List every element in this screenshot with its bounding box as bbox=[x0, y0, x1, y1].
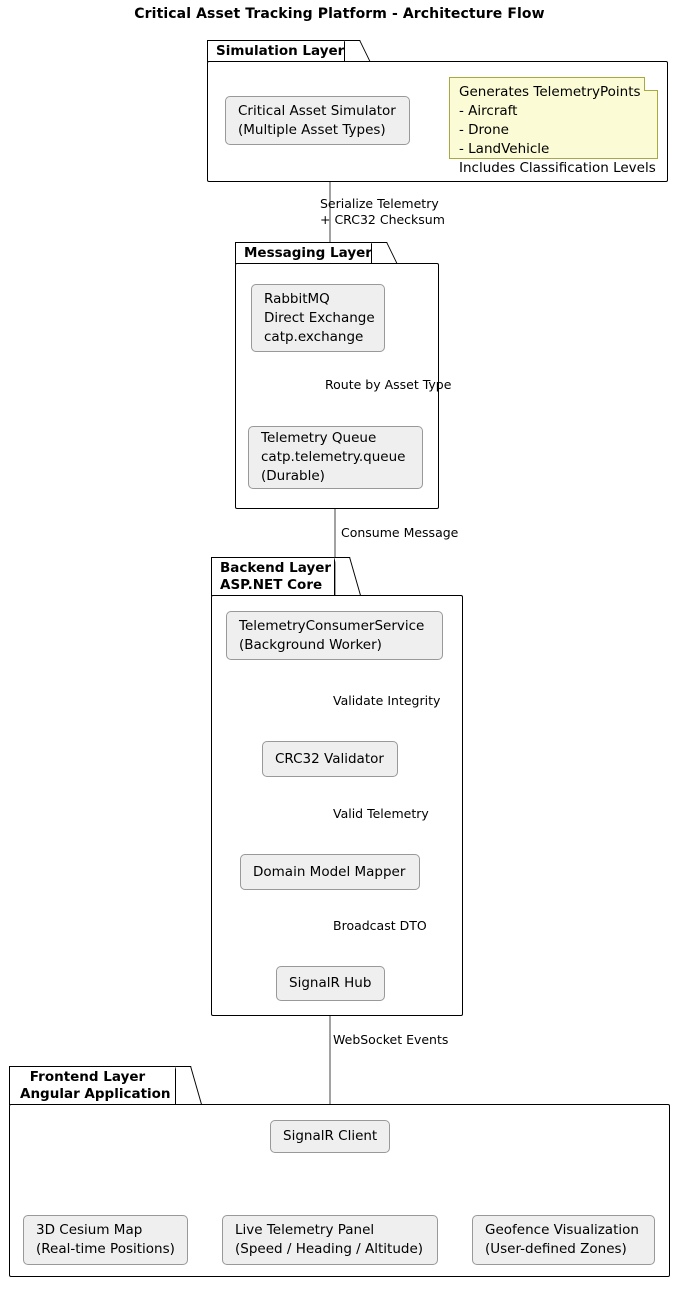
node-line: catp.telemetry.queue bbox=[261, 449, 406, 465]
edge-label-consume-message: Consume Message bbox=[341, 525, 458, 541]
node-live-telemetry-panel[interactable]: Live Telemetry Panel (Speed / Heading / … bbox=[222, 1215, 438, 1265]
package-tab-shear-backend bbox=[334, 557, 362, 596]
note-simulator-details: Generates TelemetryPoints - Aircraft - D… bbox=[449, 77, 658, 176]
node-line: Domain Model Mapper bbox=[253, 863, 406, 880]
node-line: (Multiple Asset Types) bbox=[238, 121, 386, 138]
edge-label-line: Consume Message bbox=[341, 525, 459, 540]
package-tab-shear-frontend bbox=[175, 1066, 203, 1105]
node-3d-cesium-map[interactable]: 3D Cesium Map (Real-time Positions) bbox=[23, 1215, 188, 1265]
node-line: Critical Asset Simulator bbox=[238, 102, 396, 119]
package-tab-simulation-line-0: Simulation Layer bbox=[216, 42, 345, 59]
node-telemetry-consumer-service[interactable]: TelemetryConsumerService (Background Wor… bbox=[226, 611, 443, 660]
package-body-backend bbox=[211, 595, 463, 1016]
note-line: Generates TelemetryPoints bbox=[459, 84, 641, 100]
edge-label-line: WebSocket Events bbox=[333, 1032, 449, 1047]
package-tab-frontend: Frontend Layer Angular Application bbox=[9, 1066, 176, 1105]
package-tab-backend-line-0: Backend Layer bbox=[220, 560, 332, 576]
package-tab-frontend-line-1: Angular Application bbox=[20, 1086, 171, 1102]
edge-label-line: + CRC32 Checksum bbox=[320, 212, 445, 227]
node-signalr-hub[interactable]: SignalR Hub bbox=[276, 966, 385, 1001]
edge-label-line: Broadcast DTO bbox=[333, 918, 427, 933]
node-crc32-validator[interactable]: CRC32 Validator bbox=[262, 741, 398, 777]
note-line: - LandVehicle bbox=[459, 141, 550, 157]
node-rabbitmq-exchange[interactable]: RabbitMQ Direct Exchange catp.exchange bbox=[251, 284, 385, 352]
node-line: (Speed / Heading / Altitude) bbox=[235, 1241, 424, 1257]
edge-label-line: Route by Asset Type bbox=[325, 377, 452, 392]
node-line: Live Telemetry Panel bbox=[235, 1222, 375, 1238]
package-tab-shear-simulation bbox=[344, 40, 371, 62]
package-tab-frontend-line-0: Frontend Layer bbox=[29, 1069, 146, 1085]
node-signalr-client[interactable]: SignalR Client bbox=[270, 1120, 390, 1153]
note-line: - Drone bbox=[459, 122, 509, 138]
package-tab-messaging: Messaging Layer bbox=[235, 242, 372, 264]
edge-label-validate-integrity: Validate Integrity bbox=[333, 693, 440, 709]
package-tab-shear-messaging bbox=[371, 242, 398, 264]
note-line: - Aircraft bbox=[459, 103, 518, 119]
node-line: (Background Worker) bbox=[239, 636, 382, 653]
edge-label-websocket-events: WebSocket Events bbox=[333, 1032, 448, 1048]
node-line: RabbitMQ bbox=[264, 290, 330, 307]
node-critical-asset-simulator[interactable]: Critical Asset Simulator (Multiple Asset… bbox=[225, 96, 410, 145]
node-line: (Real-time Positions) bbox=[36, 1241, 175, 1257]
node-line: catp.exchange bbox=[264, 328, 364, 345]
node-line: (Durable) bbox=[261, 468, 325, 484]
package-tab-messaging-line-0: Messaging Layer bbox=[244, 244, 372, 261]
edge-label-route-by-asset-type: Route by Asset Type bbox=[325, 377, 451, 393]
edge-label-line: Validate Integrity bbox=[333, 693, 441, 708]
note-fold-corner bbox=[644, 77, 658, 91]
edge-label-line: Valid Telemetry bbox=[333, 806, 429, 821]
node-line: TelemetryConsumerService bbox=[239, 617, 425, 634]
package-tab-backend: Backend Layer ASP.NET Core bbox=[211, 557, 335, 596]
node-line: (User-defined Zones) bbox=[485, 1241, 627, 1257]
page-title: Critical Asset Tracking Platform - Archi… bbox=[134, 6, 545, 22]
node-line: SignalR Client bbox=[283, 1128, 378, 1144]
package-tab-simulation: Simulation Layer bbox=[207, 40, 345, 62]
package-tab-backend-line-1: ASP.NET Core bbox=[220, 577, 323, 593]
node-line: CRC32 Validator bbox=[275, 750, 384, 767]
node-geofence-visualization[interactable]: Geofence Visualization (User-defined Zon… bbox=[472, 1215, 655, 1265]
node-line: 3D Cesium Map bbox=[36, 1222, 143, 1238]
note-line: Includes Classification Levels bbox=[459, 160, 656, 176]
edge-label-broadcast-dto: Broadcast DTO bbox=[333, 918, 427, 934]
node-line: Geofence Visualization bbox=[485, 1222, 639, 1238]
node-line: Telemetry Queue bbox=[261, 430, 377, 446]
edge-label-valid-telemetry: Valid Telemetry bbox=[333, 806, 429, 822]
node-line: SignalR Hub bbox=[289, 975, 372, 991]
edge-label-line: Serialize Telemetry bbox=[320, 196, 439, 211]
node-domain-model-mapper[interactable]: Domain Model Mapper bbox=[240, 854, 420, 890]
node-line: Direct Exchange bbox=[264, 309, 375, 326]
node-telemetry-queue[interactable]: Telemetry Queue catp.telemetry.queue (Du… bbox=[248, 426, 423, 489]
edge-label-serialize-telemetry: Serialize Telemetry + CRC32 Checksum bbox=[320, 196, 445, 228]
